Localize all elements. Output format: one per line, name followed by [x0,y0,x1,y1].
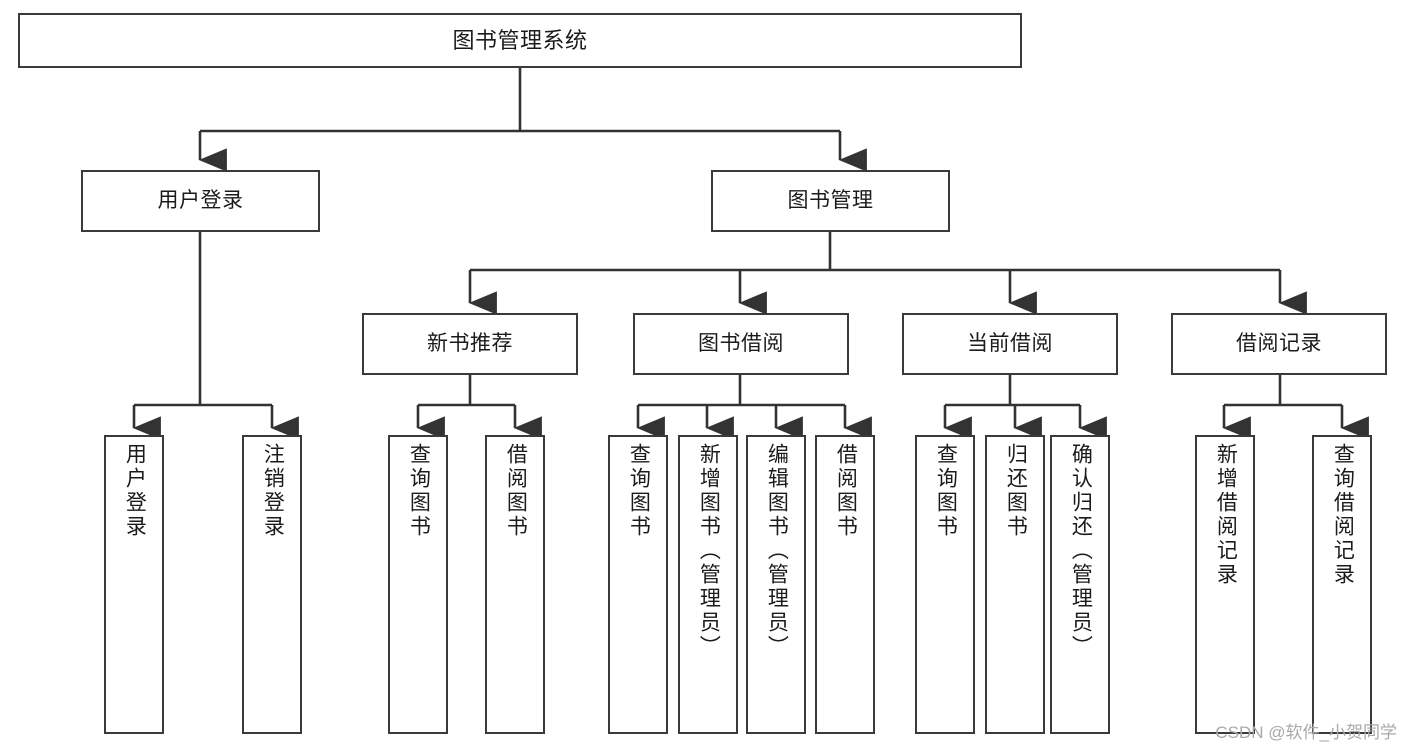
leaf-borrow-book-recommend[interactable]: 借阅图书 [485,435,545,734]
node-label: 图书管理 [787,188,874,212]
leaf-query-borrow-record[interactable]: 查询借阅记录 [1312,435,1372,734]
csdn-watermark: CSDN @软件_小贺同学 [1215,723,1397,742]
node-current-borrow[interactable]: 当前借阅 [902,313,1118,375]
leaf-query-book-current[interactable]: 查询图书 [915,435,975,734]
leaf-edit-book-admin[interactable]: 编辑图书（管理员） [746,435,806,734]
node-label: 新增借阅记录 [1214,443,1238,587]
node-label: 归还图书 [1004,443,1028,539]
node-book-management[interactable]: 图书管理 [711,170,950,232]
node-label: 编辑图书（管理员） [765,443,789,659]
leaf-add-borrow-record[interactable]: 新增借阅记录 [1195,435,1255,734]
node-user-login[interactable]: 用户登录 [81,170,320,232]
leaf-confirm-return-admin[interactable]: 确认归还（管理员） [1050,435,1110,734]
node-label: 新书推荐 [427,331,513,355]
leaf-add-book-admin[interactable]: 新增图书（管理员） [678,435,738,734]
node-new-book-recommend[interactable]: 新书推荐 [362,313,578,375]
node-label: 用户登录 [123,443,147,539]
node-label: 图书借阅 [698,331,784,355]
node-label: 借阅图书 [504,443,528,539]
node-label: 新增图书（管理员） [697,443,721,659]
node-root-system[interactable]: 图书管理系统 [18,13,1022,68]
node-label: 借阅图书 [834,443,858,539]
node-label: 查询图书 [627,443,651,539]
leaf-borrow-book[interactable]: 借阅图书 [815,435,875,734]
node-book-borrow[interactable]: 图书借阅 [633,313,849,375]
leaf-query-book[interactable]: 查询图书 [608,435,668,734]
leaf-query-book-recommend[interactable]: 查询图书 [388,435,448,734]
node-label: 图书管理系统 [452,27,588,53]
node-label: 确认归还（管理员） [1069,443,1093,659]
node-label: 用户登录 [157,188,244,212]
node-borrow-records[interactable]: 借阅记录 [1171,313,1387,375]
node-label: 当前借阅 [967,331,1053,355]
leaf-return-book[interactable]: 归还图书 [985,435,1045,734]
node-label: 查询图书 [934,443,958,539]
leaf-logout[interactable]: 注销登录 [242,435,302,734]
leaf-user-login[interactable]: 用户登录 [104,435,164,734]
node-label: 查询借阅记录 [1331,443,1355,587]
node-label: 注销登录 [261,443,285,539]
node-label: 查询图书 [407,443,431,539]
node-label: 借阅记录 [1236,331,1322,355]
